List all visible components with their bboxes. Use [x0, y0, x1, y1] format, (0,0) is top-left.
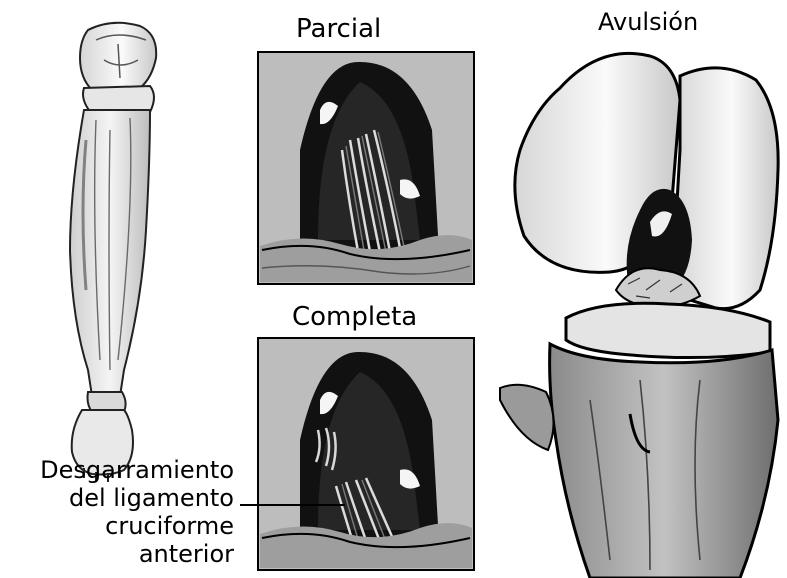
complete-tear-label: Completa — [292, 302, 417, 332]
femoral-condyle-right — [675, 68, 778, 309]
tibia-bone — [550, 344, 778, 578]
partial-tear-label: Parcial — [296, 14, 381, 44]
partial-tear-panel — [258, 52, 474, 284]
caption-line-1: Desgarramiento — [40, 456, 234, 484]
caption-line-3: cruciforme — [105, 512, 234, 540]
leg-illustration — [70, 23, 156, 482]
avulsion-label: Avulsión — [598, 8, 698, 36]
caption-line-4: anterior — [139, 540, 234, 568]
avulsion-knee-illustration — [500, 53, 778, 578]
complete-tear-panel — [258, 338, 474, 570]
fibula-bone — [500, 385, 554, 450]
tibial-plateau — [566, 303, 770, 357]
caption-line-2: del ligamento — [69, 484, 234, 512]
